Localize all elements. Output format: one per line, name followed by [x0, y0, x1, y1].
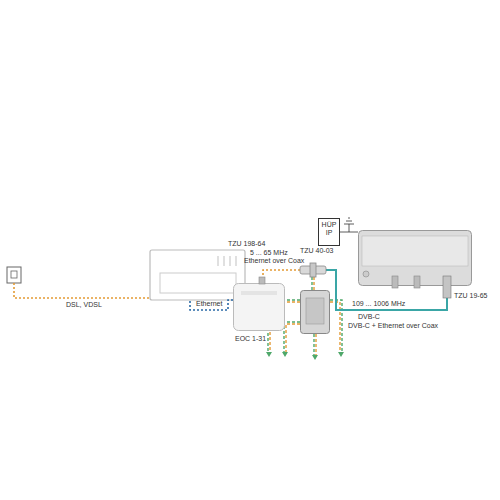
ground-symbol: [344, 218, 354, 232]
ethernet-line: [190, 300, 233, 310]
part-name: TZU 198-64: [228, 240, 265, 248]
signal-name: DVB-C: [358, 313, 380, 321]
signal-name: Ethernet over Coax: [244, 257, 304, 265]
amplifier-outline: [358, 230, 472, 286]
wall-socket: [7, 267, 21, 283]
router: [150, 250, 245, 300]
node-label: HÜP IP: [320, 221, 338, 237]
connector-stroke: [313, 277, 314, 290]
node-label: DVB-C + Ethernet over Coax: [348, 322, 438, 330]
coax-connector: [263, 270, 300, 283]
diplexer: TZU 40-03: [300, 263, 326, 277]
node-label: TZU 40-03: [300, 247, 333, 255]
line-label: Ethernet: [196, 300, 222, 308]
amplifier: TZU 19-65: [358, 230, 472, 286]
connector-stroke: [263, 270, 300, 283]
frequency-label: 5 ... 65 MHz: [250, 249, 288, 257]
diplexer-outline: [300, 263, 326, 277]
house-transfer-point: HÜP IP: [318, 218, 340, 246]
distributor: DVB-C + Ethernet over Coax: [300, 290, 330, 334]
router-antennas: [218, 256, 236, 266]
dsl-line: [14, 283, 150, 298]
node-label: TZU 19-65: [454, 292, 487, 300]
eoc-adapter: EOC 1-31: [233, 283, 285, 331]
distributor-outline: [300, 290, 330, 334]
line-label: DSL, VDSL: [66, 301, 102, 309]
connector-stroke: [311, 277, 312, 290]
node-label: EOC 1-31: [235, 335, 266, 343]
outlet-heads: [266, 352, 344, 360]
router-panel: [160, 273, 236, 293]
eoc-adapter-outline: [233, 283, 285, 331]
coax-connector: [312, 277, 314, 290]
socket-port: [11, 271, 17, 278]
frequency-label: 109 ... 1006 MHz: [352, 300, 405, 308]
